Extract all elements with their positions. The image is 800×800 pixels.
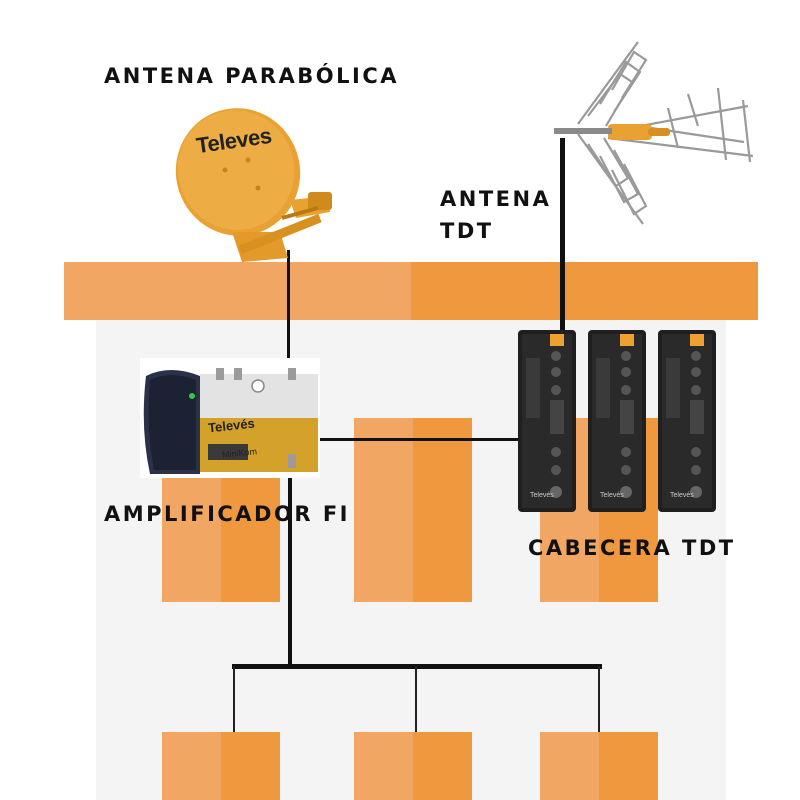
headend-module-icon — [588, 330, 646, 512]
satellite-dish-icon — [175, 108, 332, 262]
headend-module-icon — [518, 330, 576, 512]
apartment-block-left — [162, 732, 280, 800]
tdt-antenna-label-line1: ANTENA — [440, 187, 552, 211]
headend-label: CABECERA TDT — [528, 536, 736, 560]
apartment-block-center — [354, 732, 472, 800]
apartment-block-right — [540, 732, 658, 800]
drop-cable-right — [598, 666, 600, 732]
module-brand-logo: Televés — [530, 492, 554, 499]
headend-module-icon — [658, 330, 716, 512]
building-roof — [64, 262, 758, 320]
dish-label: ANTENA PARABÓLICA — [104, 64, 399, 88]
module-brand-logo: Televés — [670, 492, 694, 499]
mast — [560, 138, 565, 332]
tdt-antenna-label-line2: TDT — [440, 219, 494, 243]
dish-cable — [287, 250, 290, 372]
riser-cable — [288, 470, 292, 666]
tdt-antenna-icon — [554, 41, 754, 225]
drop-cable-center — [415, 666, 417, 732]
drop-cable-left — [233, 666, 235, 732]
headend-cable — [318, 438, 526, 441]
amplifier-icon — [140, 358, 320, 478]
window-center — [354, 418, 472, 602]
distribution-bus — [232, 664, 602, 669]
module-brand-logo: Televés — [600, 492, 624, 499]
amplifier-label: AMPLIFICADOR FI — [104, 502, 350, 526]
